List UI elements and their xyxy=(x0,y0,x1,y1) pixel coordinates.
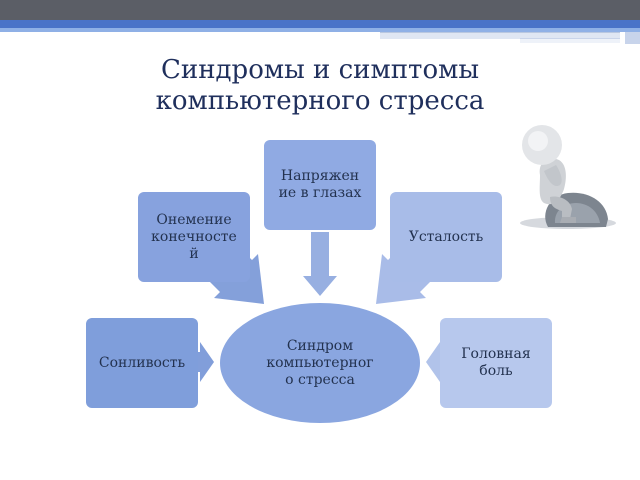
box-numbness-line-3: й xyxy=(189,245,199,262)
accent-block xyxy=(625,32,640,44)
box-fatigue-line-1: Усталость xyxy=(408,228,484,245)
box-numbness-line-1: Онемение xyxy=(156,211,232,228)
center-line-1: Синдром xyxy=(286,337,354,354)
arrow-eyes-to-center xyxy=(303,232,337,296)
box-fatigue: Усталость xyxy=(390,192,502,282)
box-eye-strain: Напряжен ие в глазах xyxy=(264,140,376,230)
accent-bar-light xyxy=(0,28,640,32)
slide-title-line-1: Синдромы и симптомы xyxy=(160,55,480,85)
box-numbness-line-2: конечносте xyxy=(151,228,237,245)
slide-title: Синдромы и симптомы компьютерного стресс… xyxy=(100,55,540,117)
top-bar xyxy=(0,0,640,20)
accent-strip-1 xyxy=(380,32,620,39)
box-eye-strain-line-2: ие в глазах xyxy=(278,185,362,201)
box-headache-line-2: боль xyxy=(479,363,513,379)
box-headache-line-1: Головная xyxy=(461,346,531,362)
accent-strip-2 xyxy=(520,38,620,43)
box-sleepiness: Сонливость xyxy=(86,318,198,408)
accent-bar xyxy=(0,20,640,28)
center-line-3: о стресса xyxy=(285,371,355,388)
center-line-2: компьютерног xyxy=(266,354,374,371)
box-sleepiness-line-1: Сонливость xyxy=(98,354,186,371)
slide-title-line-2: компьютерного стресса xyxy=(155,86,485,116)
box-headache: Головная боль xyxy=(440,318,552,408)
thinker-figure-icon xyxy=(520,125,616,229)
center-ellipse: Синдром компьютерног о стресса xyxy=(220,303,420,423)
box-eye-strain-line-1: Напряжен xyxy=(280,168,360,184)
box-numbness: Онемение конечносте й xyxy=(138,192,250,282)
